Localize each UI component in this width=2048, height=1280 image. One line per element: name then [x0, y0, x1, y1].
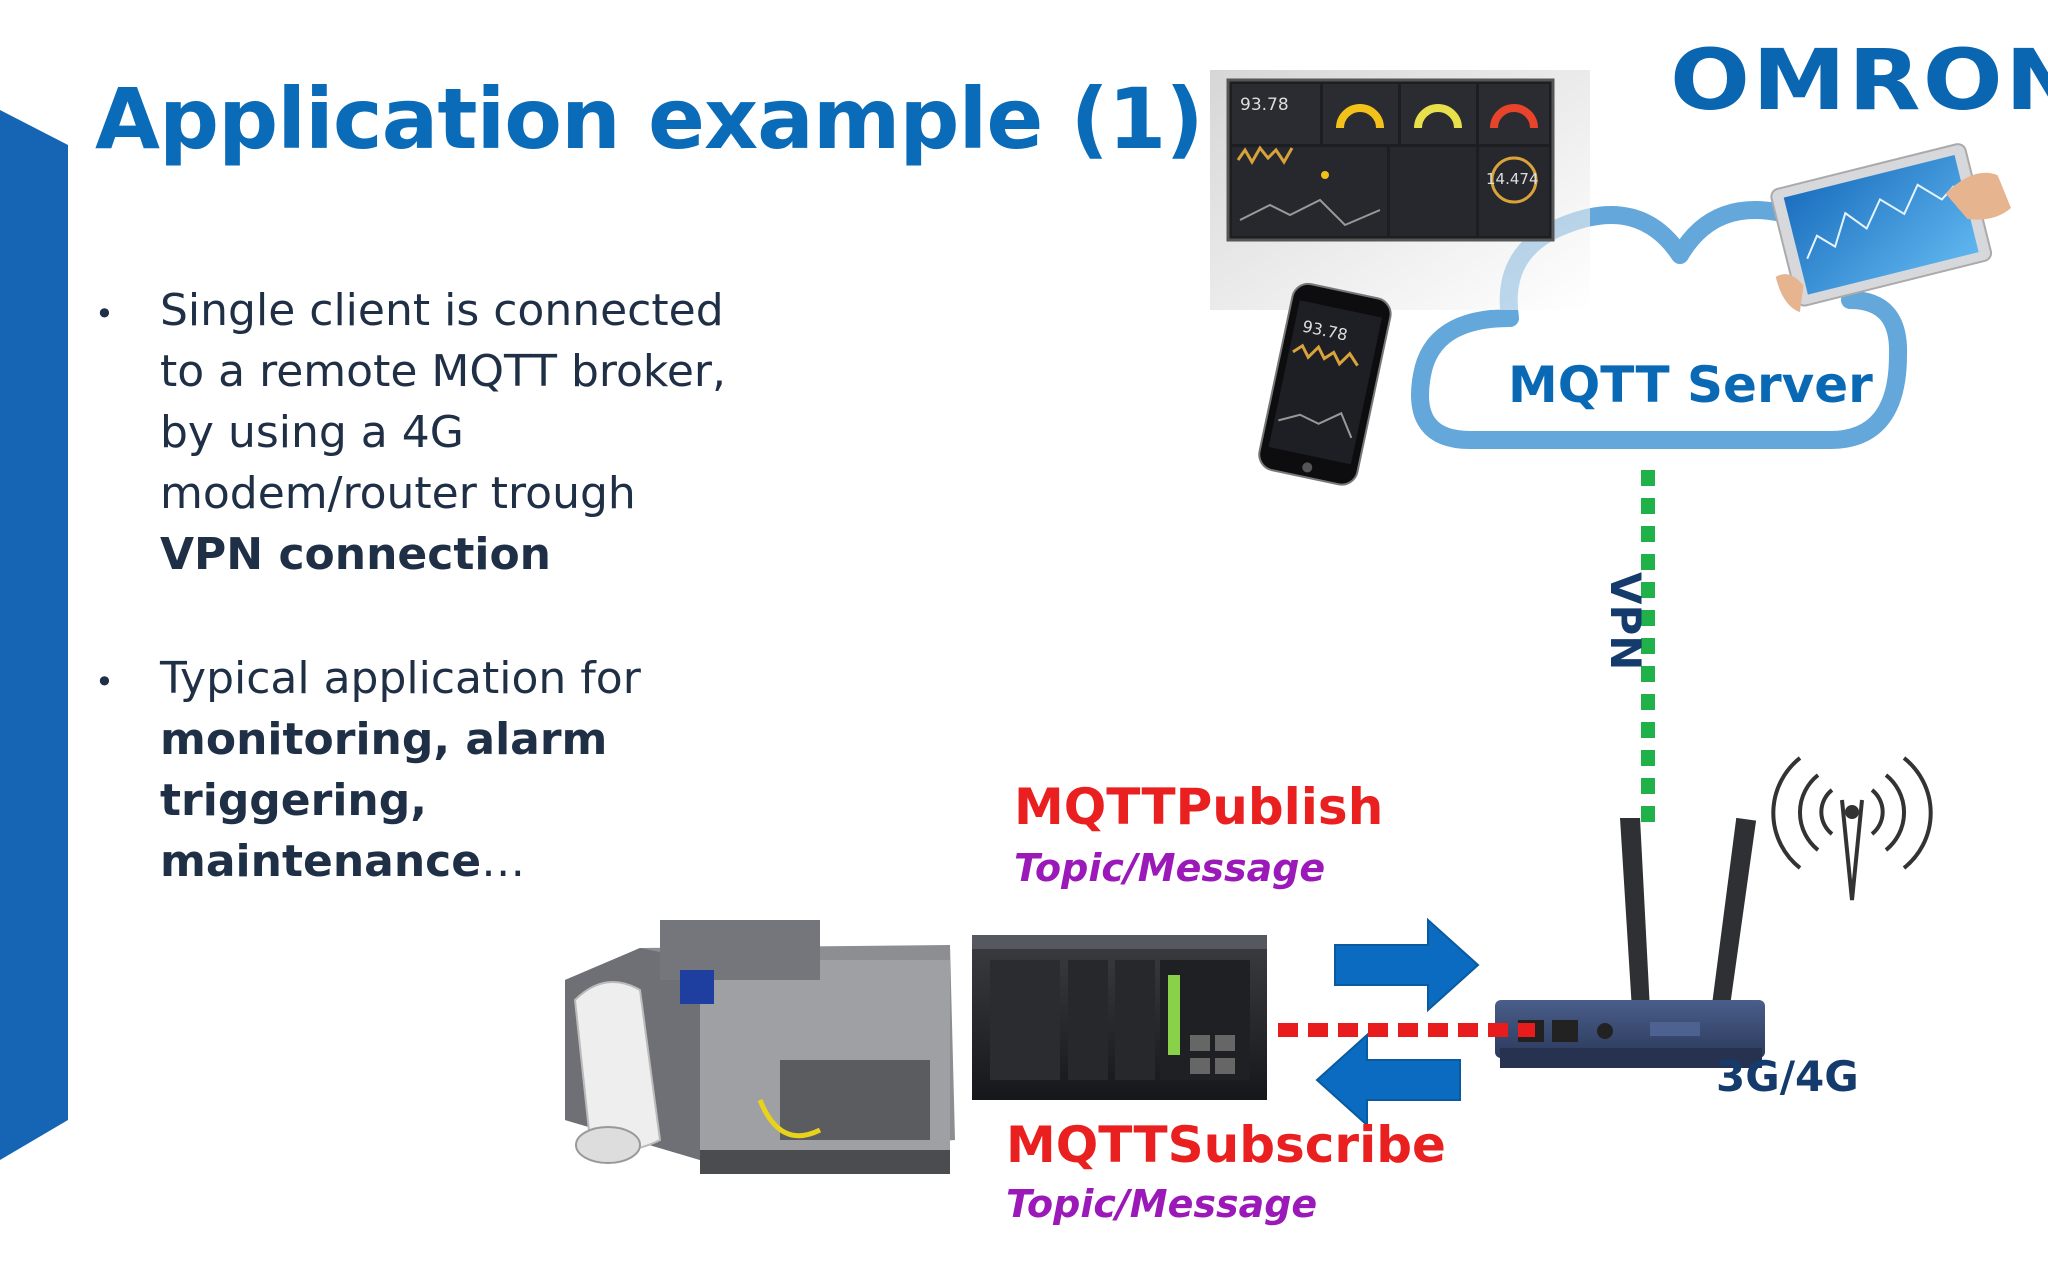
bullet-1-bold: VPN connection: [160, 529, 551, 580]
mqtt-subscribe-label: MQTTSubscribe: [1006, 1116, 1446, 1174]
dashboard-screen: 93.78 14.474: [1210, 70, 1590, 310]
bullet-1-line-3: by using a 4G: [160, 407, 464, 458]
slide-title: Application example (1): [95, 70, 1204, 168]
plc-controller: [972, 935, 1267, 1100]
mqtt-publish-topic: Topic/Message: [1014, 846, 1326, 890]
publish-arrow: [1334, 917, 1480, 1013]
smartphone: 93.78: [1258, 282, 1392, 486]
bullet-1-line-4: modem/router trough: [160, 468, 636, 519]
bullet-1-line-1: Single client is connected: [160, 285, 724, 336]
mqtt-server-label: MQTT Server: [1508, 356, 1873, 414]
bullet-1-line-2: to a remote MQTT broker,: [160, 346, 726, 397]
subscribe-arrow: [1315, 1032, 1461, 1128]
left-accent-bar: [0, 110, 68, 1160]
dashboard-value-gauge: 14.474: [1486, 170, 1539, 188]
industrial-machine: [565, 920, 955, 1174]
bullet-2-bold-2: triggering, maintenance: [160, 775, 482, 887]
vpn-label: VPN: [1601, 572, 1650, 671]
mqtt-subscribe-topic: Topic/Message: [1006, 1182, 1318, 1226]
network-label: 3G/4G: [1716, 1052, 1859, 1101]
wireless-signal-icon: [1771, 756, 1933, 901]
bullet-marker: •: [95, 295, 114, 333]
bullet-2: • Typical application for monitoring, al…: [95, 648, 735, 892]
dashboard-value-main: 93.78: [1240, 95, 1289, 115]
bullet-2-ellipsis: …: [481, 836, 526, 887]
bullet-marker: •: [95, 663, 114, 701]
bullet-2-line-1: Typical application for: [160, 653, 641, 704]
omron-logo: OMRON: [1670, 31, 2048, 129]
bullet-1: • Single client is connected to a remote…: [95, 280, 735, 585]
bullet-2-bold-1: monitoring, alarm: [160, 714, 608, 765]
4g-router: [1495, 817, 1765, 1068]
tablet: [1770, 143, 2011, 313]
mqtt-publish-label: MQTTPublish: [1014, 778, 1384, 836]
